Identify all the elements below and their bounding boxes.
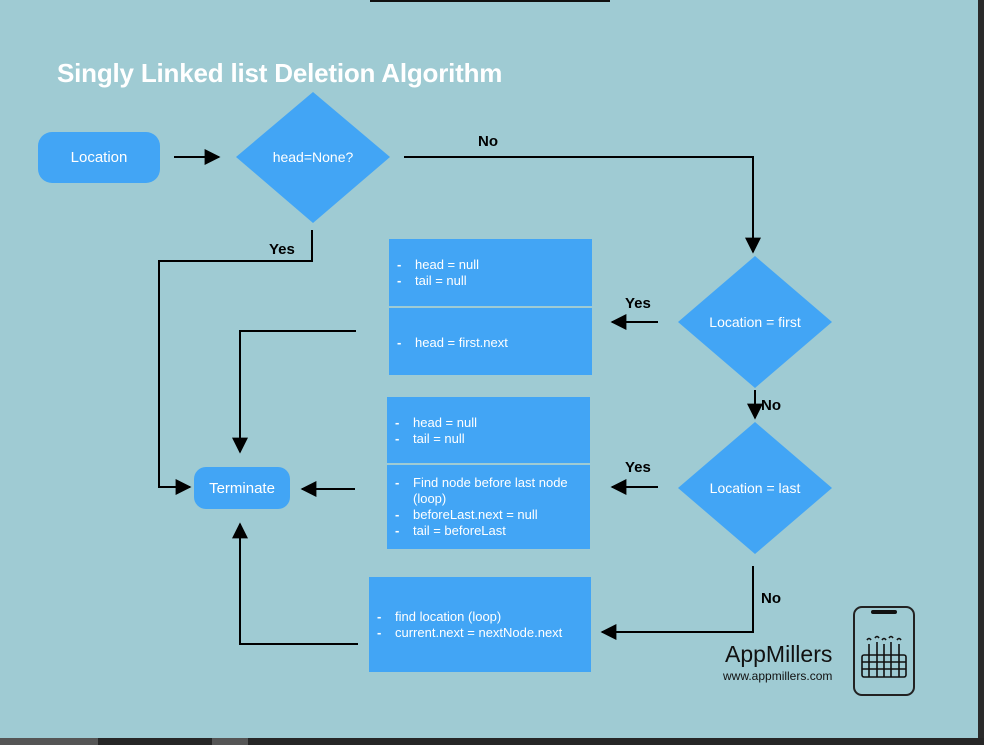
box-line: beforeLast.next = null bbox=[391, 507, 586, 523]
taskbar bbox=[0, 738, 984, 745]
box-line: tail = null bbox=[393, 273, 588, 289]
location-last-diamond bbox=[678, 422, 832, 554]
box-line: head = first.next bbox=[393, 335, 588, 351]
location-first-diamond bbox=[678, 256, 832, 388]
window-edge bbox=[978, 0, 984, 745]
middle-location-box: find location (loop) current.next = next… bbox=[369, 577, 591, 672]
edge-label-no-first: No bbox=[761, 397, 781, 414]
appmillers-logo-icon bbox=[853, 606, 915, 696]
box-line: tail = beforeLast bbox=[391, 523, 586, 539]
edge-label-yes-last: Yes bbox=[625, 459, 651, 476]
box-divider bbox=[387, 463, 590, 465]
edge-label-yes-first: Yes bbox=[625, 295, 651, 312]
brand-url: www.appmillers.com bbox=[723, 669, 833, 683]
box-line: head = null bbox=[391, 415, 586, 431]
box-line: head = null bbox=[393, 257, 588, 273]
location-label: Location bbox=[70, 149, 128, 166]
box-divider bbox=[389, 306, 592, 308]
top-bar bbox=[370, 0, 610, 2]
box-line: tail = null bbox=[391, 431, 586, 447]
arrow-yes-to-terminate bbox=[158, 230, 313, 495]
slide-title: Singly Linked list Deletion Algorithm bbox=[57, 58, 503, 88]
edge-label-no: No bbox=[478, 133, 498, 150]
box-line: current.next = nextNode.next bbox=[373, 625, 587, 641]
edge-label-no-last: No bbox=[761, 590, 781, 607]
box-line: find location (loop) bbox=[373, 609, 587, 625]
location-first-label: Location = first bbox=[709, 314, 801, 330]
last-location-box: head = null tail = null Find node before… bbox=[387, 397, 590, 549]
head-none-diamond bbox=[236, 92, 390, 223]
location-node: Location bbox=[38, 132, 160, 183]
terminate-label: Terminate bbox=[209, 479, 275, 497]
edge-label-yes: Yes bbox=[269, 241, 295, 258]
head-none-label: head=None? bbox=[272, 149, 354, 165]
box-line: Find node before last node (loop) bbox=[391, 475, 586, 507]
arrow-last-no bbox=[600, 566, 754, 640]
terminate-node: Terminate bbox=[194, 467, 290, 509]
first-location-box: head = null tail = null head = first.nex… bbox=[389, 239, 592, 375]
location-last-label: Location = last bbox=[709, 480, 801, 496]
brand-name: AppMillers bbox=[725, 641, 833, 667]
arrow-middle-to-terminate bbox=[232, 522, 358, 645]
arrow-no-to-first bbox=[404, 156, 761, 254]
arrow-first-box-to-terminate bbox=[232, 330, 356, 454]
